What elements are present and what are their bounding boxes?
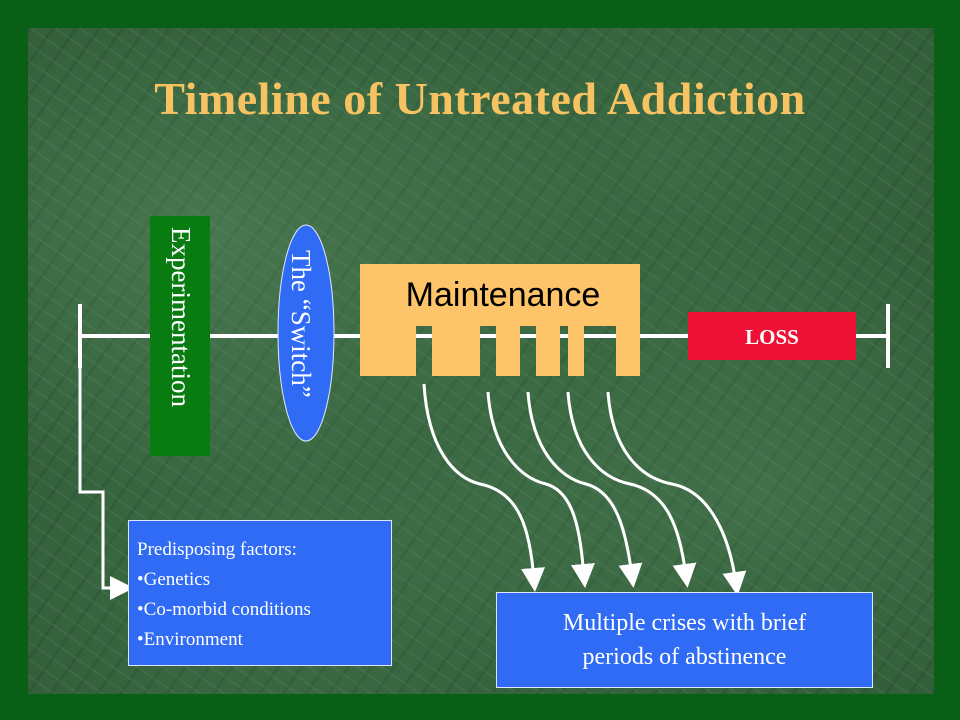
crises-line-1: Multiple crises with brief <box>562 610 807 636</box>
loss-label: LOSS <box>745 325 799 349</box>
predisposing-factors-box: Predisposing factors: •Genetics •Co-morb… <box>128 520 392 666</box>
crises-line-2: periods of abstinence <box>582 644 787 670</box>
experimentation-bar <box>150 216 210 456</box>
predisposing-item-genetics: •Genetics <box>137 569 211 590</box>
predisposing-connector <box>78 336 134 600</box>
maintenance-label: Maintenance <box>406 276 601 314</box>
switch-label: The “Switch” <box>286 250 316 398</box>
loss-box <box>688 312 856 360</box>
predisposing-heading: Predisposing factors: <box>137 539 297 560</box>
crisis-arrow <box>566 391 697 588</box>
crisis-arrow <box>422 383 546 592</box>
crises-box: Multiple crises with brief periods of ab… <box>496 592 873 688</box>
predisposing-item-comorbid: •Co-morbid conditions <box>137 599 311 620</box>
predisposing-list: •Genetics •Co-morbid conditions •Environ… <box>137 565 391 655</box>
experimentation-label: Experimentation <box>166 227 196 407</box>
switch-oval <box>277 224 335 442</box>
crisis-arrow <box>486 391 595 588</box>
crisis-arrow <box>606 391 747 596</box>
predisposing-item-environment: •Environment <box>137 629 243 650</box>
crisis-arrow <box>526 391 643 588</box>
maintenance-block <box>360 264 640 376</box>
slide-title: Timeline of Untreated Addiction <box>154 73 806 124</box>
